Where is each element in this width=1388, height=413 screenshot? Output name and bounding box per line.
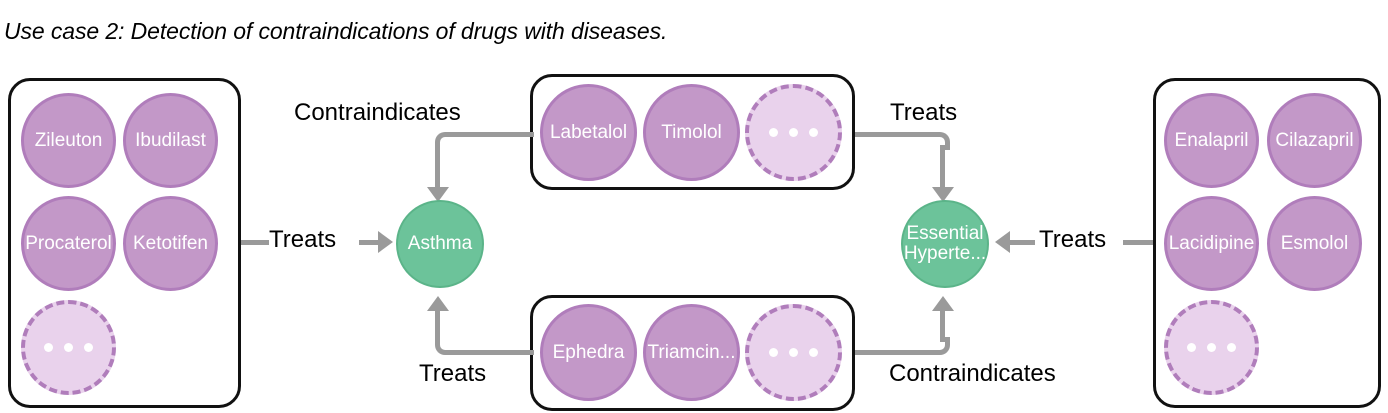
drug-node-label: Ketotifen: [133, 232, 208, 254]
edge-label-bottom-treats: Treats: [419, 360, 487, 388]
more-drugs-placeholder-node[interactable]: [1164, 300, 1259, 395]
edge-top-contraindicates-v: [435, 145, 440, 187]
more-drugs-placeholder-node[interactable]: [745, 304, 842, 401]
drug-node-label: Triamcin...: [647, 341, 736, 363]
edge-bottom-contraindicates-h: [855, 350, 935, 355]
drug-node-label: Timolol: [661, 121, 722, 143]
edge-right-treats-line: [1123, 240, 1153, 245]
arrow-head-into-hypertension-bottom: [932, 296, 954, 311]
drug-node[interactable]: Ketotifen: [123, 196, 218, 291]
drug-node-label: Cilazapril: [1275, 129, 1354, 151]
drug-node[interactable]: Labetalol: [540, 84, 637, 181]
edge-left-treats-line-2: [359, 240, 382, 245]
drug-node-label: Zileuton: [34, 129, 103, 151]
edge-label-left-treats: Treats: [269, 226, 337, 254]
edge-top-contraindicates-corner: [435, 132, 453, 150]
drug-node[interactable]: Triamcin...: [643, 304, 740, 401]
edge-label-right-treats: Treats: [1039, 226, 1107, 254]
disease-node-label: Essential Hyperte...: [904, 224, 986, 264]
drug-node-label: Ibudilast: [135, 129, 206, 151]
drug-node-label: Esmolol: [1280, 232, 1349, 254]
drug-node[interactable]: Lacidipine: [1164, 196, 1259, 291]
drug-node-label: Lacidipine: [1168, 232, 1255, 254]
drug-node-label: Labetalol: [549, 121, 628, 143]
edge-bottom-contraindicates-v: [940, 310, 945, 342]
drug-node[interactable]: Enalapril: [1164, 93, 1259, 188]
drug-node[interactable]: Ibudilast: [123, 93, 218, 188]
more-drugs-placeholder-node[interactable]: [21, 300, 116, 395]
drug-node[interactable]: Timolol: [643, 84, 740, 181]
edge-bottom-treats-corner: [435, 337, 453, 355]
drug-node-label: Ephedra: [552, 341, 625, 363]
arrow-head-into-asthma-top: [427, 187, 449, 202]
disease-node-asthma[interactable]: Asthma: [396, 200, 484, 288]
drug-node-label: Enalapril: [1174, 129, 1249, 151]
ellipsis-icon: [44, 343, 93, 352]
drug-node[interactable]: Esmolol: [1267, 196, 1362, 291]
figure-caption: Use case 2: Detection of contraindicatio…: [4, 18, 668, 44]
edge-top-contraindicates-h: [448, 132, 534, 137]
edge-label-top-treats: Treats: [890, 99, 958, 127]
arrow-head-into-hypertension-top: [932, 187, 954, 202]
edge-top-treats-corner: [932, 132, 950, 150]
arrow-head-into-hypertension-right: [995, 231, 1010, 253]
drug-node[interactable]: Procaterol: [21, 196, 116, 291]
ellipsis-icon: [769, 128, 818, 137]
edge-top-treats-v: [940, 145, 945, 187]
ellipsis-icon: [1187, 343, 1236, 352]
ellipsis-icon: [769, 348, 818, 357]
edge-bottom-treats-h: [448, 350, 534, 355]
drug-node[interactable]: Cilazapril: [1267, 93, 1362, 188]
drug-node[interactable]: Ephedra: [540, 304, 637, 401]
edge-right-treats-line-2: [1009, 240, 1035, 245]
arrow-head-into-asthma-bottom: [427, 296, 449, 311]
drug-node[interactable]: Zileuton: [21, 93, 116, 188]
arrow-head-into-asthma-left: [378, 231, 393, 253]
edge-top-treats-h: [855, 132, 935, 137]
edge-label-bottom-contraindicates: Contraindicates: [889, 360, 1056, 388]
edge-bottom-treats-v: [435, 310, 440, 342]
disease-node-label: Asthma: [407, 233, 473, 255]
disease-node-essential-hypertension[interactable]: Essential Hyperte...: [901, 200, 989, 288]
edge-label-top-contraindicates: Contraindicates: [294, 99, 461, 127]
disease-node-label-line1: Essential: [906, 223, 984, 245]
edge-left-treats-line: [241, 240, 269, 245]
drug-node-label: Procaterol: [25, 232, 112, 254]
disease-node-label-line2: Hyperte...: [903, 243, 987, 264]
more-drugs-placeholder-node[interactable]: [745, 84, 842, 181]
edge-bottom-contraindicates-corner: [932, 337, 950, 355]
